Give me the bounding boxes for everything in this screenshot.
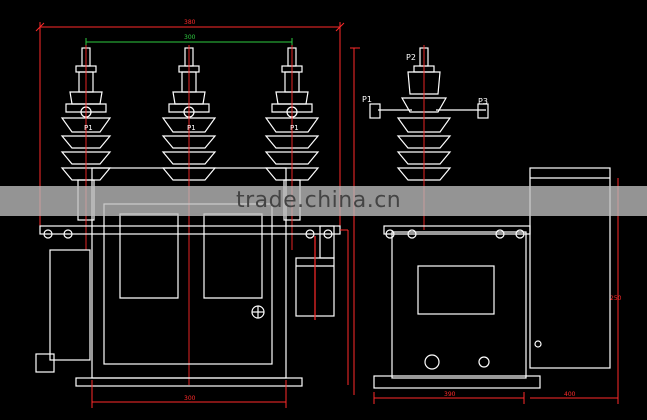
side-label-right: P3 (478, 97, 488, 106)
side-tank (373, 225, 541, 389)
side-label-left: P1 (362, 95, 372, 104)
dim-top-pitch: 300 (184, 34, 196, 41)
dim-bottom-front: 300 (184, 395, 196, 402)
dim-side-bottom-b: 400 (564, 391, 576, 398)
side-overall-dimension (350, 47, 360, 395)
front-bottom-dimension (91, 229, 349, 408)
front-view (35, 22, 349, 408)
side-view (350, 45, 619, 404)
watermark-text: trade.china.cn (236, 188, 402, 213)
phase-label-middle: P1 (187, 124, 196, 132)
watermark-band (0, 186, 647, 216)
dim-top-overall: 380 (184, 19, 196, 26)
side-radiator (529, 167, 611, 369)
front-side-cylinder (295, 225, 335, 320)
front-pitch-dimension (85, 38, 293, 46)
phase-label-left: P1 (84, 124, 93, 132)
dim-side-height: 250 (610, 295, 622, 302)
phase-label-right: P1 (290, 124, 299, 132)
side-label-top: P2 (406, 53, 416, 62)
dim-side-bottom-a: 390 (444, 391, 456, 398)
